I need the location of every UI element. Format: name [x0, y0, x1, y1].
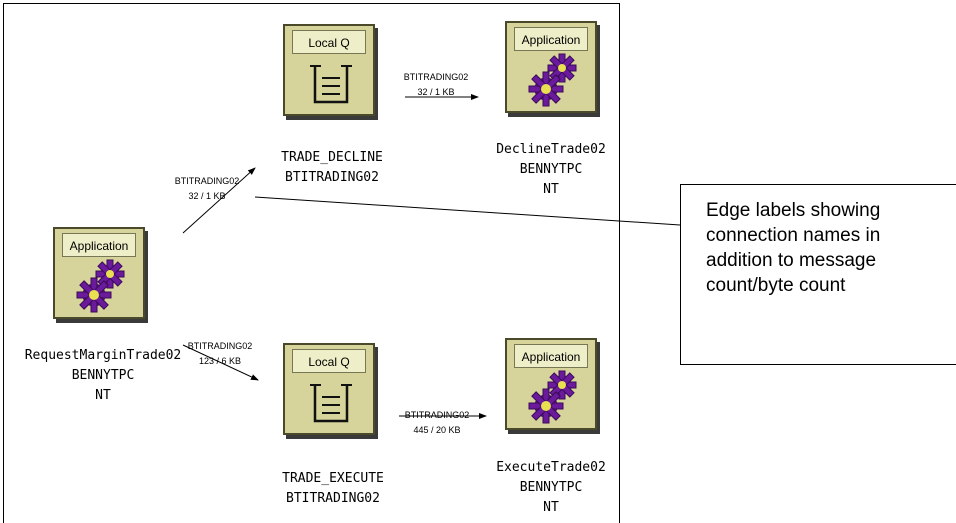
queue-name: TRADE_EXECUTE: [282, 471, 384, 486]
node-type-label: Local Q: [292, 349, 366, 373]
edge-label-request-to-decline: BTITRADING02 32 / 1 KB: [162, 174, 252, 204]
decline-trade-app-label: DeclineTrade02 BENNYTPC NT: [481, 140, 621, 200]
trade-execute-queue-label: TRADE_EXECUTE BTITRADING02: [243, 469, 423, 509]
edge-request-to-execute[interactable]: [182, 344, 259, 381]
gears-icon: [76, 259, 125, 313]
edge-connection-name: BTITRADING02: [174, 176, 240, 186]
trade-execute-queue-node[interactable]: Local Q: [283, 343, 375, 435]
edge-message-stats: 123 / 6 KB: [198, 356, 242, 366]
queue-tray-icon: [310, 384, 352, 423]
execute-trade-app-label: ExecuteTrade02 BENNYTPC NT: [481, 458, 621, 518]
execute-trade-app-node[interactable]: Application: [505, 338, 597, 430]
app-os: NT: [543, 182, 559, 197]
queue-manager: BTITRADING02: [285, 170, 379, 185]
decline-trade-app-node[interactable]: Application: [505, 21, 597, 113]
node-type-label: Application: [514, 27, 588, 51]
app-os: NT: [95, 388, 111, 403]
callout-leader-line: [254, 196, 681, 226]
request-margin-trade-app-node[interactable]: Application: [53, 227, 145, 319]
node-type-label: Application: [62, 233, 136, 257]
edge-label-execute-to-app: BTITRADING02 445 / 20 KB: [392, 408, 482, 438]
callout-box: Edge labels showing connection names in …: [680, 184, 956, 365]
app-host: BENNYTPC: [519, 162, 583, 177]
edge-message-stats: 445 / 20 KB: [413, 425, 461, 435]
edge-request-to-decline[interactable]: [182, 167, 256, 234]
trade-decline-queue-node[interactable]: Local Q: [283, 24, 375, 116]
queue-manager: BTITRADING02: [286, 491, 380, 506]
edge-connection-name: BTITRADING02: [404, 410, 470, 420]
callout-line: Edge labels showing: [706, 200, 881, 221]
queue-tray-icon: [310, 65, 352, 104]
callout-line: connection names in: [706, 225, 881, 246]
trade-decline-queue-label: TRADE_DECLINE BTITRADING02: [247, 148, 417, 188]
edge-connection-name: BTITRADING02: [403, 72, 469, 82]
queue-name: TRADE_DECLINE: [281, 150, 383, 165]
app-host: BENNYTPC: [519, 480, 583, 495]
edge-message-stats: 32 / 1 KB: [417, 87, 455, 97]
diagram-frame: [3, 3, 620, 523]
callout-line: addition to message: [706, 250, 877, 271]
app-name: DeclineTrade02: [496, 142, 606, 157]
app-name: ExecuteTrade02: [496, 460, 606, 475]
edge-label-decline-to-app: BTITRADING02 32 / 1 KB: [396, 70, 476, 100]
node-type-label: Application: [514, 344, 588, 368]
callout-line: count/byte count: [706, 275, 846, 296]
app-host: BENNYTPC: [71, 368, 135, 383]
edge-connection-name: BTITRADING02: [187, 341, 253, 351]
gears-icon: [528, 370, 577, 424]
node-type-label: Local Q: [292, 30, 366, 54]
gears-icon: [528, 53, 577, 107]
app-os: NT: [543, 500, 559, 515]
edge-message-stats: 32 / 1 KB: [188, 191, 226, 201]
request-margin-trade-app-label: RequestMarginTrade02 BENNYTPC NT: [8, 346, 198, 406]
app-name: RequestMarginTrade02: [24, 348, 182, 363]
edge-label-request-to-execute: BTITRADING02 123 / 6 KB: [175, 339, 265, 369]
